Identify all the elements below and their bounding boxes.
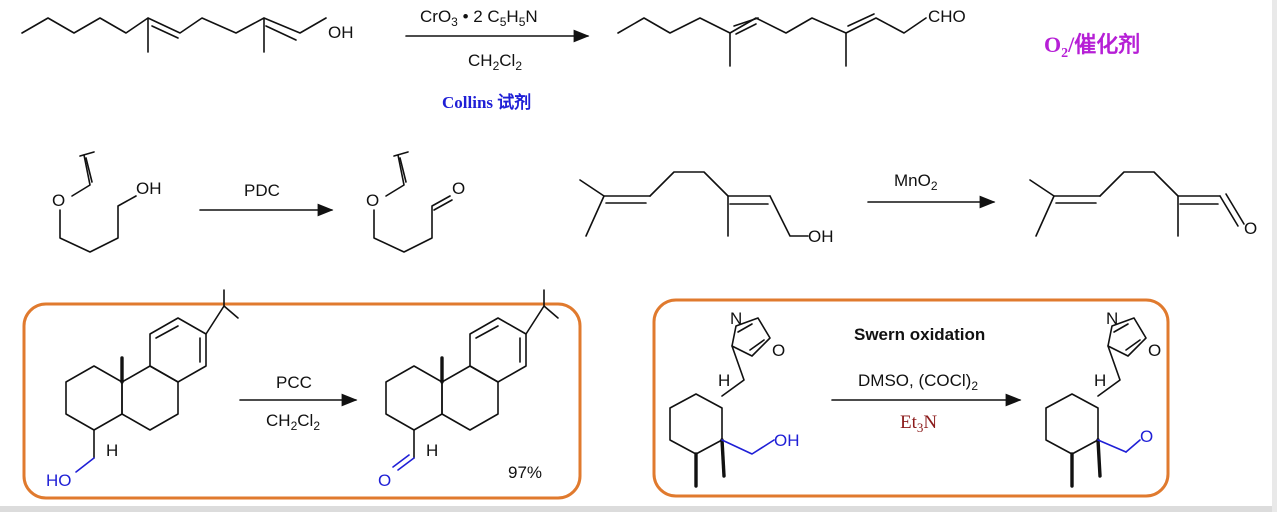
reaction3-product-o: O [1244,219,1257,238]
reaction5-reagent-bottom: Et3N [900,412,937,435]
reaction4-reagent-bottom: CH2Cl2 [266,411,320,433]
reaction3-starting-material [579,171,809,237]
reaction5-sm-h: H [718,371,730,390]
reaction3-sm-oh: OH [808,227,834,246]
reaction5-sm-n: N [730,309,742,328]
reaction2-product [373,151,453,253]
reaction4-sm-ho: HO [46,471,72,490]
reaction4-product [385,289,559,471]
reaction4-reagent-top: PCC [276,373,312,392]
reaction5-product-o-ring: O [1148,341,1161,360]
reaction1-reagent-top: CrO3 • 2 C5H5N [420,7,538,29]
oxygen-catalyst-note: O2/催化剂 [1044,32,1140,61]
right-border [1272,0,1277,512]
reaction2-sm-o: O [52,191,65,210]
reaction2-starting-material [59,151,137,253]
reaction4-product-h: H [426,441,438,460]
pcc-reaction-box [22,302,582,500]
reaction5-product [1045,317,1147,488]
reaction1-reagent-name: Collins 试剂 [442,92,531,112]
reaction1-sm-oh: OH [328,23,354,42]
reaction2-reagent: PDC [244,181,280,200]
reaction5-title: Swern oxidation [854,325,985,344]
reaction5-product-o: O [1140,427,1153,446]
reaction1-product-cho: CHO [928,7,966,26]
reaction5-reagent-top: DMSO, (COCl)2 [858,371,978,393]
reaction1-reagent-bottom: CH2Cl2 [468,51,522,73]
reaction5-product-h: H [1094,371,1106,390]
reaction5-sm-oh: OH [774,431,800,450]
reaction4-starting-material [65,289,239,473]
reaction3-product [1029,171,1245,237]
bottom-border [0,506,1277,512]
reaction4-yield: 97% [508,463,542,482]
swern-reaction-box [652,298,1170,498]
reaction4-product-o: O [378,471,391,490]
reaction3-reagent: MnO2 [894,171,938,193]
reaction2-product-o: O [366,191,379,210]
reaction2-sm-oh: OH [136,179,162,198]
reaction5-starting-material [669,317,775,488]
reaction4-sm-h: H [106,441,118,460]
reaction5-sm-o-ring: O [772,341,785,360]
reaction5-product-n: N [1106,309,1118,328]
reaction2-product-carbonyl: O [452,179,465,198]
reaction1-product [617,13,927,67]
reaction1-starting-material [21,17,327,53]
